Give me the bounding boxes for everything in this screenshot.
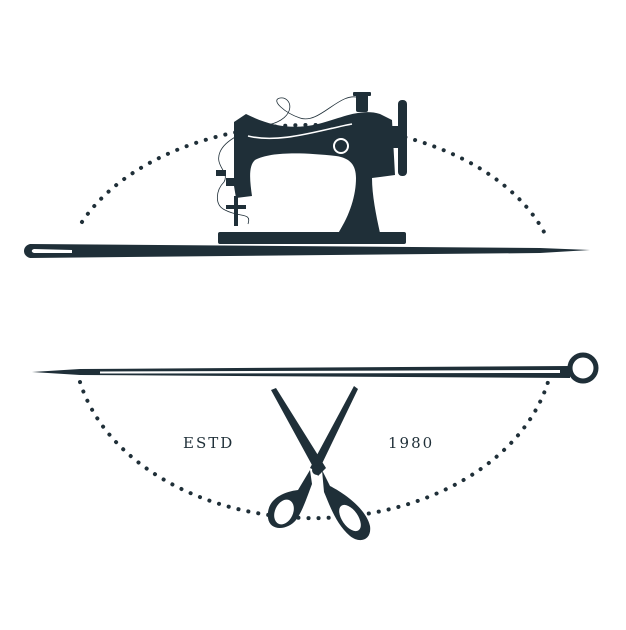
sewing-machine-icon — [216, 92, 407, 244]
estd-label: ESTD — [183, 434, 235, 452]
needle-icon-top — [24, 244, 590, 258]
scissors-icon — [267, 386, 371, 541]
needle-icon-bottom — [32, 352, 599, 384]
established-year: 1980 — [388, 434, 435, 452]
